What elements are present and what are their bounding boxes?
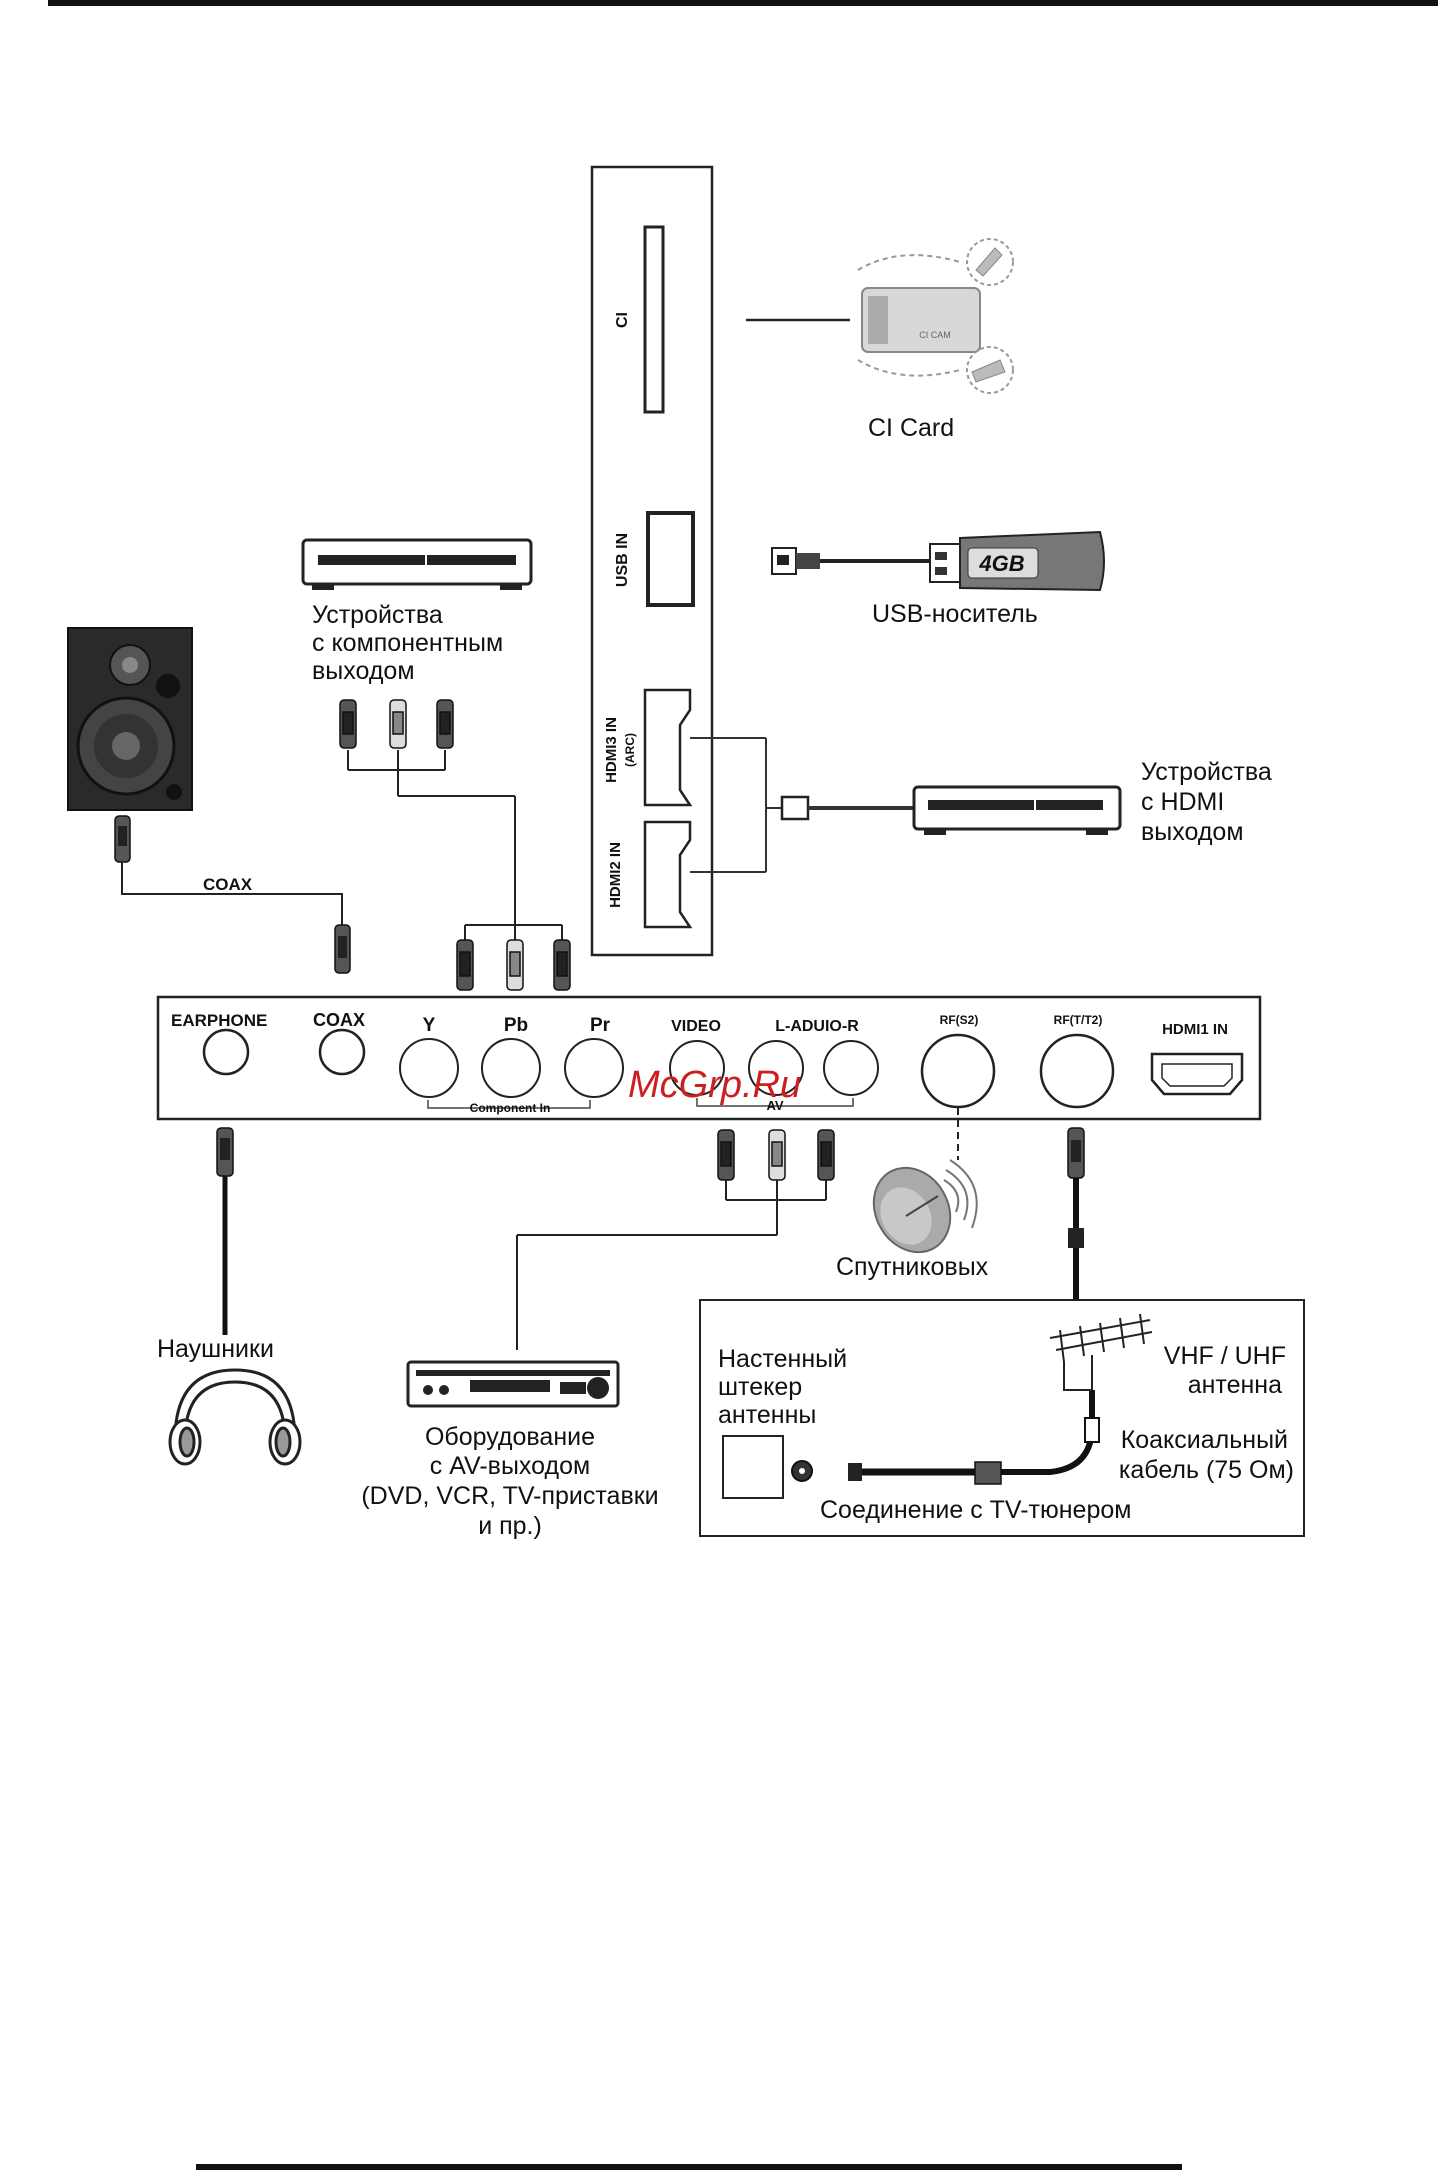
wall-socket-line1: Настенный (718, 1345, 847, 1373)
pr-jack (564, 1038, 624, 1098)
hdmi2-port (643, 820, 693, 929)
antenna-box (699, 1299, 1305, 1537)
av-label: AV (766, 1098, 783, 1113)
component-device-line2: с компонентным (312, 629, 503, 657)
component-device-line3: выходом (312, 657, 415, 685)
usb-stick-icon: 4GB (771, 530, 1105, 592)
earphone-jack (202, 1028, 250, 1076)
headphones-label: Наушники (157, 1335, 274, 1363)
video-label: VIDEO (671, 1018, 721, 1035)
hdmi-device-line2: с HDMI (1141, 788, 1224, 816)
audio-l-jack (748, 1040, 804, 1096)
rf-t-t2-label: RF(T/T2) (1054, 1013, 1103, 1027)
usb-device-label: USB-носитель (872, 600, 1038, 628)
headphones-icon (168, 1368, 302, 1466)
component-device-icon (301, 538, 533, 590)
av-device-icon (406, 1360, 620, 1408)
av-device-line2: с AV-выходом (430, 1452, 590, 1480)
satellite-label: Спутниковых (836, 1253, 989, 1281)
hdmi3-port (643, 688, 693, 807)
pb-label: Pb (504, 1015, 528, 1036)
hdmi2-in-label: HDMI2 IN (607, 842, 624, 908)
wall-socket-icon (722, 1435, 813, 1499)
pr-label: Pr (590, 1015, 611, 1036)
usb-port (646, 511, 695, 607)
component-device-line1: Устройства (312, 601, 443, 629)
antenna-line2: антенна (1188, 1371, 1282, 1399)
antenna-line1: VHF / UHF (1164, 1342, 1286, 1370)
hdmi-device-line1: Устройства (1141, 758, 1272, 786)
video-jack (669, 1040, 725, 1096)
bottom-panel (156, 995, 1262, 1121)
headphone-cable (216, 1127, 234, 1335)
av-device-line4: и пр.) (478, 1512, 542, 1540)
rf-s2-label: RF(S2) (940, 1013, 979, 1027)
rf-t-t2-jack (1039, 1033, 1115, 1109)
pb-jack (481, 1038, 541, 1098)
coax-cable (114, 815, 351, 974)
speaker-icon (67, 627, 193, 811)
component-cable (347, 750, 563, 940)
av-device-line3: (DVD, VCR, TV-приставки (361, 1482, 658, 1510)
component-plugs-bottom (456, 939, 571, 991)
hdmi3-arc-label: (ARC) (623, 733, 637, 767)
component-in-label: Component In (470, 1101, 551, 1115)
coax-label: COAX (313, 1010, 365, 1030)
y-jack (399, 1038, 459, 1098)
satellite-dish-icon (872, 1159, 978, 1254)
ci-slot (643, 225, 665, 414)
rf-s2-jack (920, 1033, 996, 1109)
antenna-icon (1049, 1313, 1153, 1391)
ci-card-brand: CI CAM (919, 330, 951, 340)
usb-capacity: 4GB (978, 551, 1024, 576)
rf-cable (1067, 1127, 1085, 1300)
wall-socket-line3: антенны (718, 1401, 816, 1429)
component-plugs-top (339, 699, 454, 749)
hdmi3-in-label: HDMI3 IN (603, 717, 620, 783)
cable-line2: кабель (75 Ом) (1119, 1456, 1294, 1484)
earphone-label: EARPHONE (171, 1011, 267, 1030)
av-cable (516, 1180, 827, 1350)
av-device-line1: Оборудование (425, 1423, 595, 1451)
antenna-cable (848, 1390, 1100, 1485)
ci-card-label: CI Card (868, 414, 954, 442)
av-plugs (717, 1129, 835, 1181)
hdmi1-in-label: HDMI1 IN (1162, 1021, 1228, 1038)
coax-cable-label: COAX (203, 875, 253, 894)
hdmi-device-icon (912, 785, 1122, 835)
hdmi1-port (1150, 1052, 1244, 1096)
watermark: McGrp.Ru (628, 1064, 801, 1106)
hdmi-cable (690, 737, 913, 873)
hdmi-device-line3: выходом (1141, 818, 1244, 846)
bottom-border (196, 2164, 1182, 2170)
top-border (48, 0, 1438, 6)
ci-card-icon: CI CAM (857, 238, 1014, 394)
usb-in-label: USB IN (614, 533, 631, 587)
audio-label: L-ADUIO-R (775, 1018, 859, 1035)
y-label: Y (423, 1015, 436, 1036)
side-panel: CI USB IN HDMI3 IN (ARC) HDMI2 IN (590, 165, 714, 957)
ci-port-label: CI (614, 312, 631, 328)
audio-r-jack (823, 1040, 879, 1096)
tuner-connection-label: Соединение с TV-тюнером (820, 1496, 1131, 1524)
cable-line1: Коаксиальный (1121, 1426, 1288, 1454)
coax-jack (318, 1028, 366, 1076)
wall-socket-line2: штекер (718, 1373, 802, 1401)
